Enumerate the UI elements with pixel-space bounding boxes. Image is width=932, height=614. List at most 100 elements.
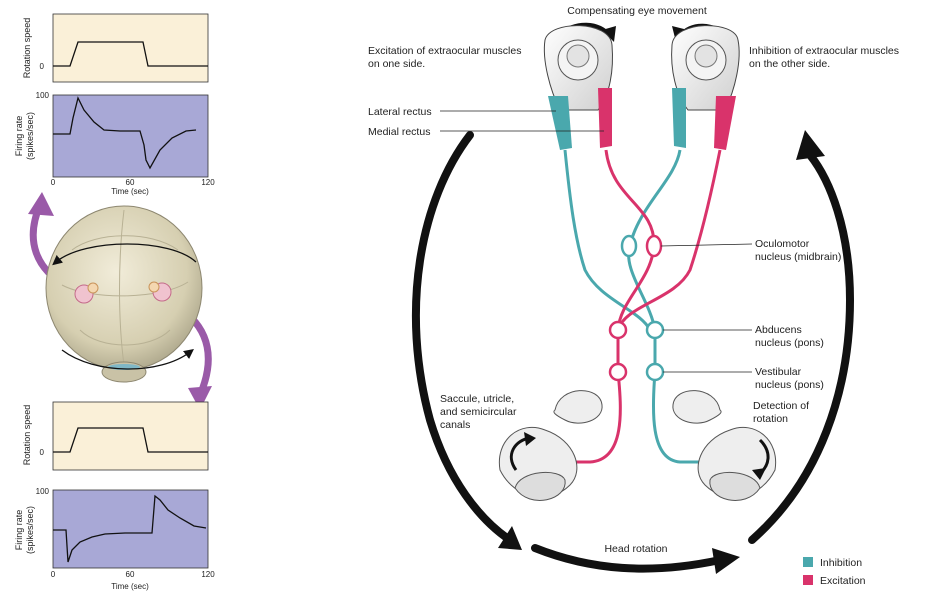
excitation-pathway	[616, 149, 722, 331]
firing-graph-top-ylabel-1: Firing rate	[14, 116, 24, 157]
saccule-label-3: canals	[440, 419, 470, 431]
labels: Excitation of extraocular muscles on one…	[368, 45, 899, 431]
speed-graph-bottom-zero: 0	[40, 448, 45, 457]
medial-rectus-left	[598, 88, 612, 148]
inhibition-extraocular-label-1: Inhibition of extraocular muscles	[749, 45, 899, 57]
compensating-arrow-left-head	[602, 26, 616, 42]
rotation-arrow-right-head	[752, 468, 766, 480]
firing-graph-top-ylabel-2: (spikes/sec)	[25, 112, 35, 160]
legend-inhibition-label: Inhibition	[820, 557, 862, 569]
vestibular-organ-left	[498, 390, 603, 501]
firing-graph-bottom-xtick-0: 0	[51, 570, 56, 579]
saccule-label-1: Saccule, utricle,	[440, 393, 514, 405]
vestibular-organ-right	[672, 390, 777, 501]
legend: Inhibition Excitation	[803, 557, 866, 587]
abducens-nucleus-left	[608, 320, 628, 340]
utricle-right	[709, 471, 761, 501]
inhibition-pathway	[563, 149, 652, 331]
excitation-extraocular-label-1: Excitation of extraocular muscles	[368, 45, 521, 57]
speed-graph-bottom-ylabel: Rotation speed	[22, 405, 32, 466]
vestibular-nucleus-left	[608, 362, 628, 382]
hair-strand	[61, 281, 189, 297]
head-rotation-label: Head rotation	[604, 543, 667, 555]
inner-ear-left	[87, 282, 99, 294]
rotation-arc-right	[748, 151, 855, 544]
rotation-arc-bottom	[531, 544, 724, 573]
firing-graph-top-xlabel: Time (sec)	[111, 187, 149, 196]
eye-right-iris	[694, 44, 718, 68]
cochlea-left	[553, 390, 603, 424]
leader-lines	[440, 110, 753, 373]
purple-arrow-up-head	[28, 192, 54, 216]
head-rotation-circle: Head rotation	[411, 130, 855, 574]
firing-graph-top-xtick-120: 120	[201, 178, 215, 187]
firing-graph-top-line	[53, 96, 197, 170]
legend-excitation-label: Excitation	[820, 575, 866, 587]
legend-swatch-excitation	[803, 575, 813, 585]
speed-graph-top-bg	[52, 13, 209, 83]
firing-graph-bottom-xtick-60: 60	[126, 570, 135, 579]
firing-graph-bottom-xtick-120: 120	[201, 570, 215, 579]
detection-label-1: Detection of	[753, 400, 809, 412]
hair-strand	[79, 329, 171, 346]
speed-graph-bottom-line	[53, 427, 208, 453]
nuclei	[608, 234, 665, 382]
oculomotor-nucleus-right	[645, 234, 663, 258]
speed-graph-top-zero: 0	[40, 62, 45, 71]
oculomotor-label-1: Oculomotor	[755, 238, 810, 250]
firing-graph-top-xtick-0: 0	[51, 178, 56, 187]
eye-left	[543, 25, 613, 150]
lateral-rectus-label: Lateral rectus	[368, 106, 432, 118]
speed-graph-top-line	[53, 41, 208, 67]
lateral-rectus-right	[714, 96, 736, 150]
rotation-arrowhead-bottom	[712, 548, 740, 574]
eye-left-iris	[566, 44, 590, 68]
speed-graph-bottom-bg	[52, 401, 209, 471]
firing-graph-bottom-xlabel: Time (sec)	[111, 582, 149, 591]
legend-swatch-inhibition	[803, 557, 813, 567]
hair-strand	[119, 209, 125, 366]
oculomotor-nucleus-left	[620, 234, 638, 258]
vestibular-label-2: nucleus (pons)	[755, 379, 824, 391]
inhibition-pathway	[651, 371, 735, 464]
firing-graph-bottom: Firing rate (spikes/sec) 100 0 60 120 Ti…	[14, 487, 215, 591]
speed-graph-bottom: Rotation speed 0	[22, 401, 209, 471]
medial-rectus-right	[672, 88, 686, 148]
hair-strand	[71, 235, 179, 251]
firing-graph-top-xtick-60: 60	[126, 178, 135, 187]
vestibular-label-1: Vestibular	[755, 366, 802, 378]
rotation-arrowhead-right	[796, 130, 825, 160]
rotation-arrowhead-left	[498, 526, 522, 550]
rotation-arc-bottom	[61, 348, 194, 370]
abducens-label-2: nucleus (pons)	[755, 337, 824, 349]
oculomotor-label-2: nucleus (midbrain)	[755, 251, 841, 263]
firing-graph-top: Firing rate (spikes/sec) 100 0 60 120 Ti…	[14, 91, 215, 196]
compensating-label: Compensating eye movement	[567, 5, 707, 17]
firing-graph-bottom-bg	[52, 489, 209, 569]
head-illustration	[28, 192, 212, 410]
utricle-left	[514, 471, 566, 501]
firing-graph-top-bg	[52, 94, 209, 178]
firing-graph-bottom-line	[53, 494, 207, 563]
rotation-arc-top	[52, 243, 197, 266]
eye-right	[671, 25, 740, 150]
firing-graph-bottom-ymax: 100	[36, 487, 50, 496]
firing-graph-top-ymax: 100	[36, 91, 50, 100]
detection-label-2: rotation	[753, 413, 788, 425]
speed-graph-top-ylabel: Rotation speed	[22, 18, 32, 79]
rotation-arc-left	[411, 131, 514, 544]
purple-arrow-down-head	[188, 386, 212, 410]
vestibular-nucleus-right	[645, 362, 665, 382]
excitation-extraocular-label-2: on one side.	[368, 58, 425, 70]
leader-oculomotor	[660, 243, 753, 247]
firing-graph-bottom-ylabel-2: (spikes/sec)	[25, 506, 35, 554]
excitation-pathway	[545, 371, 622, 464]
firing-graph-bottom-ylabel-1: Firing rate	[14, 510, 24, 551]
medial-rectus-label: Medial rectus	[368, 126, 430, 138]
inner-ear-right	[148, 281, 160, 293]
abducens-label-1: Abducens	[755, 324, 802, 336]
cochlea-right	[672, 390, 722, 424]
rotation-arrow-left-head	[524, 432, 536, 446]
saccule-label-2: and semicircular	[440, 406, 517, 418]
